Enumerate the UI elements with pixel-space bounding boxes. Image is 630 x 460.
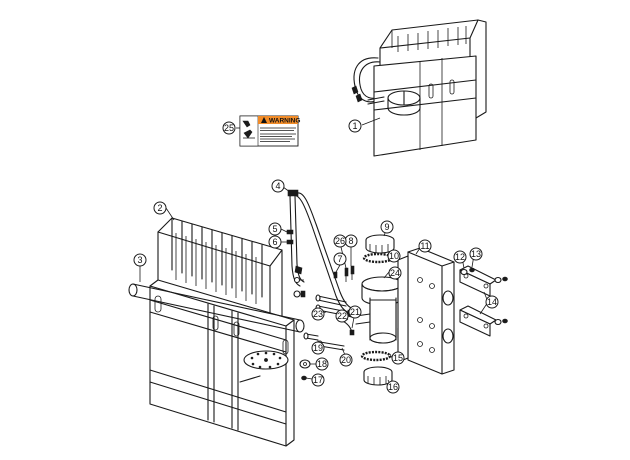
svg-text:18: 18 [317, 359, 327, 369]
bolts-part [303, 294, 349, 351]
svg-text:6: 6 [272, 237, 277, 247]
callout-18: 18 [315, 357, 329, 371]
svg-text:11: 11 [420, 241, 429, 251]
callout-5: 5 [268, 222, 282, 236]
svg-text:17: 17 [313, 375, 323, 385]
svg-text:12: 12 [455, 252, 465, 262]
side-link-upper-part [459, 265, 497, 297]
warning-decal: WARNING [239, 115, 300, 147]
svg-text:8: 8 [348, 236, 353, 246]
svg-text:21: 21 [350, 307, 360, 317]
svg-text:9: 9 [384, 222, 389, 232]
callout-21: 21 [348, 305, 362, 319]
svg-text:10: 10 [389, 251, 399, 261]
svg-text:24: 24 [390, 268, 400, 278]
assembled-carriage-view [351, 19, 487, 157]
svg-text:23: 23 [313, 309, 323, 319]
nut-washer-part [299, 359, 311, 381]
callout-4: 4 [271, 179, 285, 193]
callout-25: 25 [222, 121, 236, 135]
callout-22: 22 [335, 309, 349, 323]
callout-13: 13 [469, 247, 483, 261]
svg-text:15: 15 [393, 353, 403, 363]
svg-text:2: 2 [157, 203, 162, 213]
svg-text:5: 5 [272, 224, 277, 234]
seal-ring-bottom-part [360, 350, 392, 362]
callout-10: 10 [387, 249, 401, 263]
svg-text:26: 26 [335, 236, 345, 246]
carriage-frame-part [149, 217, 295, 447]
callout-17: 17 [311, 373, 325, 387]
svg-text:25: 25 [224, 123, 234, 133]
svg-text:3: 3 [137, 255, 142, 265]
svg-text:16: 16 [388, 382, 398, 392]
callout-14: 14 [485, 295, 499, 309]
callout-15: 15 [391, 351, 405, 365]
callout-3: 3 [133, 253, 147, 267]
svg-text:22: 22 [337, 311, 347, 321]
svg-text:19: 19 [313, 343, 323, 353]
svg-text:7: 7 [337, 254, 342, 264]
warning-decal-text-lines [260, 127, 296, 142]
svg-text:1: 1 [352, 121, 357, 131]
callout-26: 26 [333, 234, 347, 248]
gear-ring-bottom-part [363, 366, 393, 386]
cross-tube-part [128, 283, 305, 333]
svg-text:4: 4 [275, 181, 280, 191]
side-link-lower-part [459, 305, 497, 337]
callout-16: 16 [386, 380, 400, 394]
hydraulic-hoses-part [287, 189, 357, 319]
callout-20: 20 [339, 353, 353, 367]
warning-decal-header [258, 116, 298, 124]
callout-23: 23 [311, 307, 325, 321]
warning-decal-title: WARNING [269, 118, 300, 125]
callout-7: 7 [333, 252, 347, 266]
callout-6: 6 [268, 235, 282, 249]
callout-8: 8 [344, 234, 358, 248]
callout-11: 11 [418, 239, 432, 253]
callout-24: 24 [388, 266, 402, 280]
svg-text:14: 14 [487, 297, 497, 307]
gear-ring-top-part [365, 234, 395, 254]
warning-triangle-icon [261, 117, 267, 123]
callout-2: 2 [153, 201, 167, 215]
hazard-pictogram-icon [242, 120, 255, 139]
svg-text:20: 20 [341, 355, 351, 365]
callout-1: 1 [348, 119, 362, 133]
nuts-part [460, 267, 508, 326]
svg-text:13: 13 [471, 249, 481, 259]
mounting-plate-part [397, 247, 455, 375]
small-fittings-part [333, 265, 355, 282]
callout-12: 12 [453, 250, 467, 264]
callout-9: 9 [380, 220, 394, 234]
callout-19: 19 [311, 341, 325, 355]
